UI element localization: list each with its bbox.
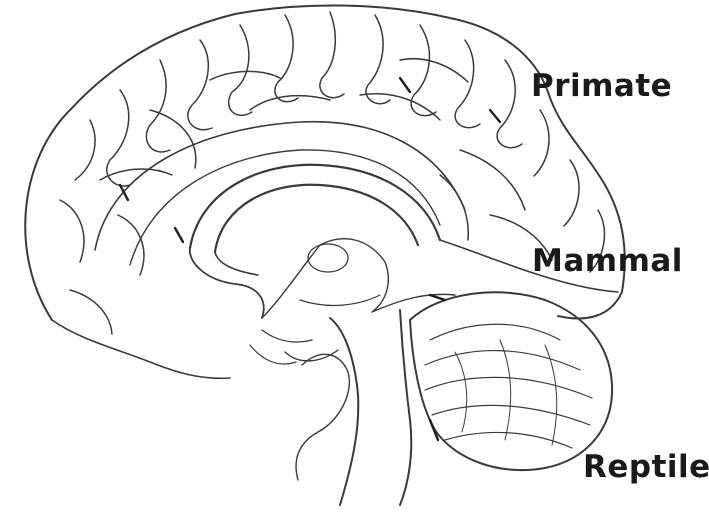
label-mammal: Mammal [532, 243, 683, 279]
label-primate: Primate [531, 68, 672, 104]
label-reptile: Reptile [583, 449, 709, 485]
cingulate-gyrus [95, 122, 465, 250]
brainstem [330, 318, 358, 505]
